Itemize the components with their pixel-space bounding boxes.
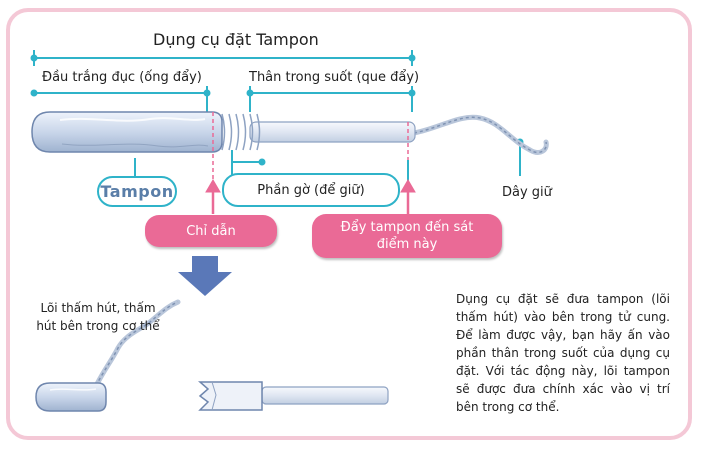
string-coil (411, 114, 549, 155)
guide-badge: Chỉ dẫn (145, 215, 277, 247)
tampon-label-box: Tampon (97, 176, 177, 207)
empty-applicator-plunger (261, 386, 389, 405)
pink-arrows (205, 179, 416, 214)
label-grip: Phần gờ (để giữ) (257, 182, 365, 198)
tampon-core (35, 382, 107, 412)
grip-label-box: Phần gờ (để giữ) (222, 173, 400, 207)
clear-plunger (249, 121, 416, 143)
description-paragraph: Dụng cụ đặt sẽ đưa tampon (lõi thấm hút)… (456, 292, 670, 414)
label-string: Dây giữ (502, 185, 552, 200)
label-tampon: Tampon (100, 182, 174, 201)
grip-rings (221, 113, 261, 151)
label-opaque-tube: Đầu trắng đục (ống đẩy) (42, 70, 202, 85)
label-guide: Chỉ dẫn (186, 223, 236, 239)
label-clear-body: Thân trong suốt (que đẩy) (249, 70, 420, 85)
label-push-to: Đẩy tampon đến sát điểm này (340, 220, 474, 252)
opaque-tube (31, 111, 223, 153)
diagram-title: Dụng cụ đặt Tampon (153, 30, 319, 49)
label-core: Lõi thấm hút, thấm hút bên trong cơ thể (36, 301, 160, 333)
push-to-badge: Đẩy tampon đến sát điểm này (312, 214, 502, 258)
down-arrow-icon (178, 256, 232, 296)
dimension-lines (30, 50, 524, 186)
empty-applicator-tube (198, 381, 263, 411)
